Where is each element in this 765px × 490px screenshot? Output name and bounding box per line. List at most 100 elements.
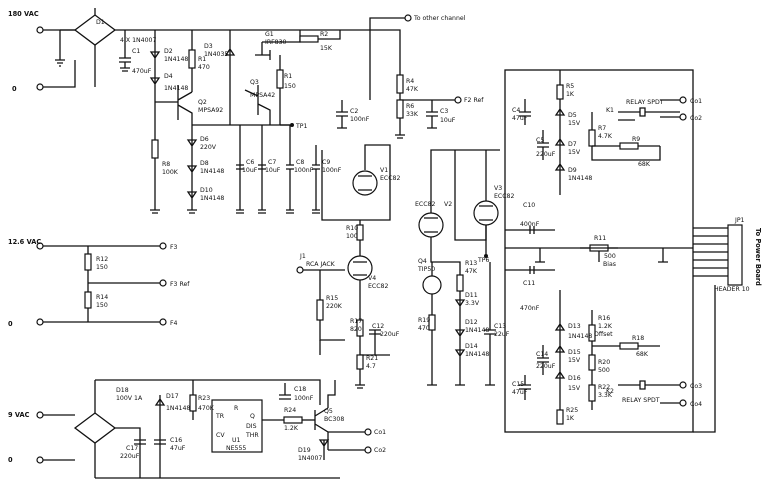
label-r1b: R1	[284, 73, 292, 80]
label-d18: D18	[116, 387, 129, 394]
label-f3ref: F3 Ref	[170, 281, 190, 288]
label-r16-val: 1.2K	[598, 323, 613, 330]
label-r8: R8	[162, 161, 170, 168]
label-ac-9-zero: 0	[8, 456, 13, 464]
label-r9-val: 68K	[638, 161, 651, 168]
label-pin-q: Q	[250, 413, 255, 420]
label-q5-val: BC308	[324, 416, 344, 423]
label-c3-val: 10uF	[440, 117, 456, 124]
label-d14-val: 1N4148	[465, 351, 489, 358]
labels: 180 VAC 0 D1 4 X 1N4007 C1 470uF D2 1N41…	[8, 10, 762, 464]
label-d3: D3	[204, 43, 213, 50]
label-q2-val: MPSA92	[198, 107, 223, 114]
label-d9: D9	[568, 167, 577, 174]
label-c6-val: 10uF	[242, 167, 258, 174]
label-d15-val: 15V	[568, 357, 581, 364]
label-header: HEADER 10	[714, 286, 750, 293]
label-c18: C18	[294, 386, 306, 393]
label-c10: C10	[523, 202, 535, 209]
label-j1-val: RCA JACK	[306, 261, 336, 268]
label-d19: D19	[298, 447, 311, 454]
label-pin-dis: DIS	[246, 423, 257, 430]
label-d2-val: 1N4148	[164, 56, 188, 63]
label-d7-val: 15V	[568, 149, 581, 156]
label-r1: R1	[198, 56, 206, 63]
label-d1-val: 4 X 1N4007	[120, 37, 156, 44]
label-r6-val: 33K	[406, 111, 419, 118]
label-v2a: ECC82	[415, 201, 435, 208]
label-q5: Q5	[324, 408, 333, 415]
label-d4: D4	[164, 73, 173, 80]
label-q4-val: TIP50	[417, 266, 435, 273]
label-jp1: JP1	[734, 217, 745, 224]
label-c1: C1	[132, 48, 140, 55]
label-c1-val: 470uF	[132, 68, 152, 75]
label-c16: C16	[170, 437, 182, 444]
label-c14-val: 220uF	[536, 363, 556, 370]
label-co3: Co3	[690, 383, 702, 390]
label-to-other: To other channel	[413, 15, 466, 22]
label-r25: R25	[566, 407, 578, 414]
label-r25-val: 1K	[566, 415, 575, 422]
label-v3: V3	[494, 185, 502, 192]
label-c9: C9	[322, 159, 330, 166]
label-u1: U1	[232, 437, 241, 444]
label-r7: R7	[598, 125, 606, 132]
q4-regulator	[422, 262, 496, 386]
label-r2: R2	[320, 31, 328, 38]
label-ac-126-zero: 0	[8, 320, 13, 328]
label-d8: D8	[200, 160, 209, 167]
label-d2: D2	[164, 48, 173, 55]
label-k1: K1	[606, 107, 614, 114]
label-tp1: TP1	[295, 123, 308, 130]
label-c12-val: 220uF	[380, 331, 400, 338]
label-pin-thr: THR	[245, 432, 259, 439]
input-stage	[296, 266, 390, 389]
label-d6-val: 220V	[200, 144, 217, 151]
label-d11-val: 3.3V	[465, 300, 480, 307]
label-co4: Co4	[690, 401, 702, 408]
label-r10: R10	[346, 225, 358, 232]
label-d10: D10	[200, 187, 213, 194]
label-r20: R20	[598, 359, 610, 366]
label-d14: D14	[465, 343, 478, 350]
label-c13: C13	[494, 323, 506, 330]
label-d4-val: 1N4148	[164, 85, 188, 92]
label-r19: R19	[418, 317, 430, 324]
label-r4-val: 47K	[406, 86, 419, 93]
label-c5: C5	[536, 137, 544, 144]
label-r12: R12	[96, 256, 108, 263]
header-jp1	[693, 224, 743, 433]
label-c15: C15	[512, 381, 524, 388]
label-r21-val: 4.7	[366, 363, 376, 370]
label-c10-val: 400nF	[520, 221, 540, 228]
label-f3: F3	[170, 244, 178, 251]
ref-divider	[336, 29, 462, 139]
label-d11: D11	[465, 292, 478, 299]
label-r9: R9	[632, 136, 640, 143]
label-r23-val: 470K	[198, 405, 215, 412]
label-r12-val: 150	[96, 264, 108, 271]
label-coil2: Co2	[374, 447, 386, 454]
label-d16-val: 15V	[568, 385, 581, 392]
label-d13: D13	[568, 323, 581, 330]
label-c6: C6	[246, 159, 254, 166]
label-r15: R15	[326, 295, 338, 302]
to-other-channel	[369, 14, 412, 30]
label-c2-val: 100nF	[350, 116, 370, 123]
label-g1-val: IRF830	[265, 39, 287, 46]
label-v4-val: ECC82	[368, 283, 388, 290]
label-d13-val: 1N4148	[568, 333, 592, 340]
label-r5-val: 1K	[566, 91, 575, 98]
label-d10-val: 1N4148	[200, 195, 224, 202]
label-r13-val: 47K	[465, 268, 478, 275]
label-r17-val: 820	[350, 326, 362, 333]
label-r2-val: 15K	[320, 45, 333, 52]
label-r21: R21	[366, 355, 378, 362]
label-ac-126: 12.6 VAC	[8, 238, 41, 246]
label-ac-180: 180 VAC	[8, 10, 39, 18]
label-r11: R11	[594, 235, 606, 242]
label-r18: R18	[632, 335, 644, 342]
label-v1-val: ECC82	[380, 175, 400, 182]
label-q3: Q3	[250, 79, 259, 86]
